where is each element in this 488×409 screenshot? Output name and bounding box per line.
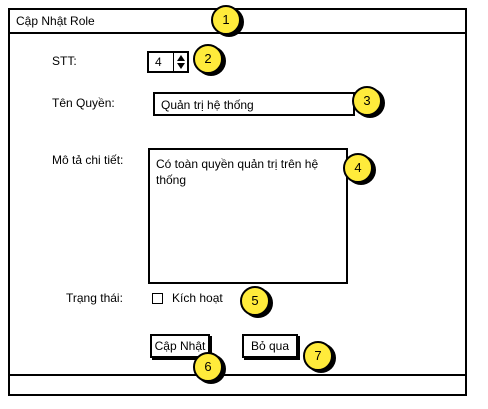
active-checkbox-label[interactable]: Kích hoạt (172, 291, 223, 305)
callout-4: 4 (343, 153, 373, 183)
callout-5: 5 (240, 286, 270, 316)
update-button[interactable]: Cập Nhật (150, 334, 210, 358)
stt-value: 4 (155, 55, 162, 69)
role-name-label: Tên Quyền: (52, 96, 115, 110)
callout-2: 2 (193, 44, 223, 74)
status-label: Trạng thái: (66, 291, 123, 305)
description-textarea[interactable]: Có toàn quyền quản trị trên hệ thống (148, 148, 348, 284)
cancel-button[interactable]: Bỏ qua (242, 334, 298, 358)
stt-label: STT: (52, 54, 77, 68)
dialog-title: Cập Nhật Role (16, 14, 95, 28)
description-value: Có toàn quyền quản trị trên hệ thống (156, 157, 319, 187)
callout-6: 6 (193, 352, 223, 382)
role-name-value: Quản trị hệ thống (161, 98, 254, 112)
callout-3: 3 (352, 86, 382, 116)
active-checkbox[interactable] (152, 293, 163, 304)
arrow-up-icon[interactable] (177, 55, 185, 61)
stepper-arrows[interactable] (173, 53, 188, 71)
stt-stepper[interactable]: 4 (147, 51, 189, 73)
description-label: Mô tả chi tiết: (52, 153, 124, 167)
title-bar: Cập Nhật Role (10, 10, 465, 34)
arrow-down-icon[interactable] (177, 63, 185, 69)
role-name-input[interactable]: Quản trị hệ thống (153, 92, 355, 116)
callout-7: 7 (303, 341, 333, 371)
callout-1: 1 (211, 5, 241, 35)
status-bar (10, 374, 465, 394)
